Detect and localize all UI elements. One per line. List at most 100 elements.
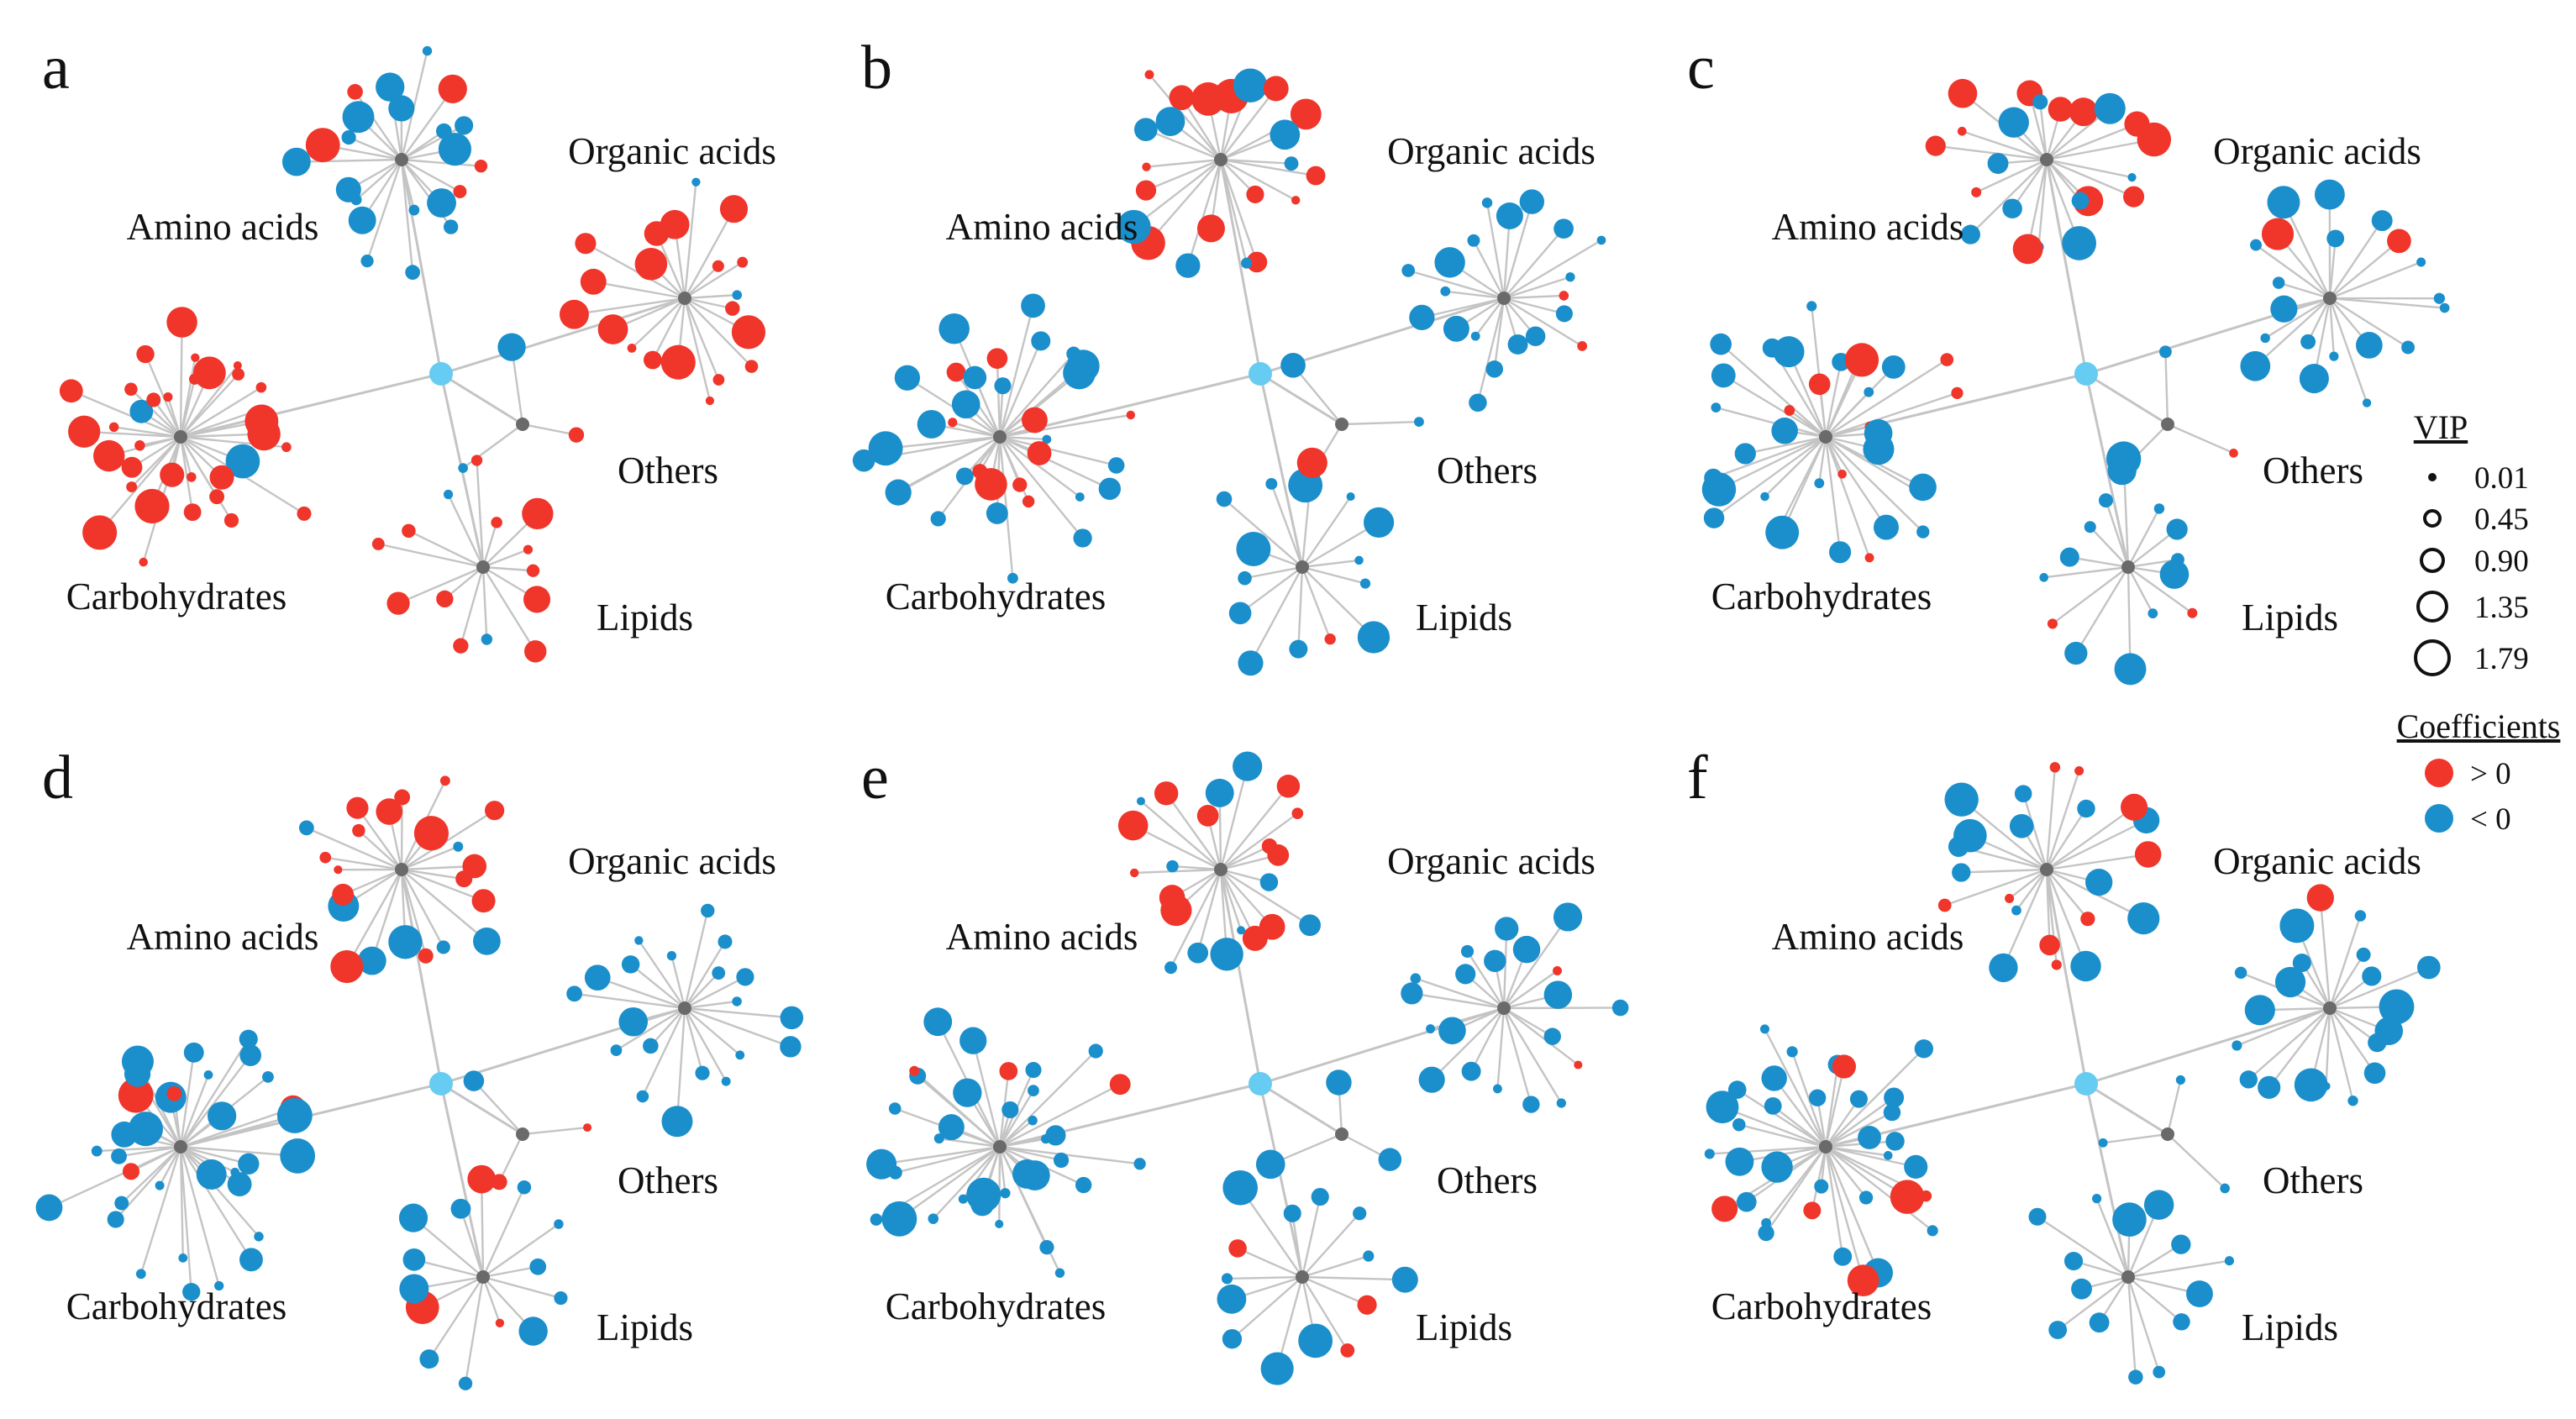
organic-metabolite-node (2261, 218, 2295, 250)
amino-spoke-edge (2045, 869, 2087, 967)
amino-spoke-edge (1960, 798, 2048, 870)
organic-spoke-edge (2307, 297, 2332, 343)
carbo-spoke-edge (1718, 435, 1827, 491)
carbo-spoke-edge (179, 378, 196, 438)
organic-spoke-edge (683, 910, 709, 1009)
organic-spoke-edge (2255, 244, 2331, 299)
carbo-spoke-edge (999, 1119, 1033, 1148)
lipids-metabolite-node (554, 1219, 564, 1229)
organic-spoke-edge (1493, 297, 1506, 370)
carbo-trunk-edge (180, 372, 442, 439)
carbo-metabolite-node (1808, 373, 1831, 396)
lipids-metabolite-node (1357, 621, 1391, 654)
organic-spoke-edge (1475, 297, 1505, 337)
carbo-metabolite-node (93, 439, 125, 472)
vip-legend-item: 1.35 (2416, 591, 2529, 625)
lipids-spoke-edge (413, 1259, 484, 1279)
amino-metabolite-node (2032, 94, 2048, 110)
lipids-spoke-edge (2127, 566, 2132, 670)
organic-spoke-edge (2328, 1007, 2354, 1101)
amino-group-label: Amino acids (1772, 206, 1964, 248)
lipids-metabolite-node (529, 1258, 547, 1275)
edge-layer (863, 74, 1602, 664)
lipids-spoke-edge (2127, 566, 2154, 614)
organic-metabolite-node (1574, 1060, 1583, 1070)
amino-spoke-edge (1935, 145, 2048, 161)
lipids-metabolite-node (2166, 518, 2188, 540)
carbo-metabolite-node (82, 515, 118, 550)
carbo-metabolite-node (1904, 1154, 1928, 1179)
carbo-metabolite-node (1704, 1148, 1715, 1159)
amino-metabolite-node (1953, 818, 1987, 853)
carbo-metabolite-node (1844, 343, 1879, 377)
carbo-metabolite-node (1088, 1043, 1103, 1059)
carbo-metabolite-node (1759, 1024, 1770, 1034)
organic-metabolite-node (636, 1090, 649, 1103)
carbo-spoke-edge (98, 436, 181, 533)
organic-spoke-edge (2282, 202, 2332, 299)
organic-metabolite-node (721, 1076, 731, 1086)
lipids-metabolite-node (1346, 492, 1355, 502)
lipids-spoke-edge (2043, 565, 2129, 579)
carbo-metabolite-node (938, 313, 970, 344)
lipids-metabolite-node (2059, 547, 2079, 567)
lipids-metabolite-node (443, 489, 454, 500)
carbo-spoke-edge (1824, 1066, 1846, 1148)
organic-spoke-edge (2329, 260, 2422, 300)
lipids-trunk-edge (1259, 1083, 1304, 1278)
carbo-metabolite-node (1849, 1090, 1868, 1108)
lipids-metabolite-node (2187, 607, 2198, 618)
amino-metabolite-node (1952, 863, 1971, 882)
amino-trunk-edge (1219, 869, 1262, 1085)
organic-metabolite-node (1496, 202, 1523, 229)
lipids-spoke-edge (2073, 1259, 2129, 1279)
organic-metabolite-node (2279, 908, 2315, 943)
carbo-metabolite-node (1012, 1159, 1043, 1189)
others-trunk-edge (2085, 372, 2169, 426)
lipids-metabolite-node (1296, 447, 1327, 478)
amino-metabolite-node (1971, 187, 1982, 197)
amino-metabolite-node (348, 206, 376, 234)
vip-marker-2 (2423, 509, 2442, 528)
amino-metabolite-node (1166, 859, 1179, 873)
carbo-spoke-edge (998, 340, 1042, 438)
lipids-group-label: Lipids (597, 597, 693, 639)
amino-spoke-edge (1133, 159, 1222, 229)
organic-hub-node (2323, 292, 2337, 305)
organic-metabolite-node (1401, 982, 1423, 1005)
lipids-metabolite-node (1363, 507, 1395, 538)
carbo-metabolite-node (297, 506, 312, 521)
amino-spoke-edge (401, 124, 465, 161)
carbo-metabolite-node (208, 1101, 237, 1131)
organic-metabolite-node (2240, 350, 2271, 381)
lipids-spoke-edge (482, 1265, 539, 1279)
carbo-spoke-edge (180, 1106, 294, 1148)
amino-metabolite-node (1144, 70, 1154, 80)
carbo-spoke-edge (996, 358, 1001, 438)
carbo-metabolite-node (203, 1070, 213, 1080)
lipids-group-label: Lipids (2242, 597, 2338, 639)
amino-metabolite-node (347, 84, 363, 100)
carbo-metabolite-node (225, 444, 260, 479)
carbo-metabolite-node (1777, 517, 1788, 528)
lipids-metabolite-node (2089, 1312, 2110, 1333)
carbo-metabolite-node (1858, 1126, 1882, 1149)
amino-metabolite-node (1210, 938, 1243, 971)
carbo-metabolite-node (155, 1180, 165, 1190)
lipids-metabolite-node (1260, 1352, 1294, 1385)
others-spoke-edge (2102, 1133, 2169, 1144)
lipids-metabolite-node (398, 1203, 428, 1232)
amino-trunk-edge (400, 159, 443, 375)
carbo-spoke-edge (118, 1145, 181, 1158)
organic-trunk-edge (1259, 1006, 1505, 1085)
carbo-hub-node (993, 1140, 1007, 1154)
organic-metabolite-node (2270, 295, 2298, 323)
carbo-metabolite-node (1028, 1085, 1039, 1097)
amino-metabolite-node (1948, 78, 1978, 108)
lipids-metabolite-node (1221, 1273, 1233, 1285)
organic-metabolite-node (643, 1038, 659, 1054)
carbo-spoke-edge (1720, 343, 1827, 438)
lipids-spoke-edge (2127, 1259, 2230, 1279)
lipids-spoke-edge (2095, 1198, 2130, 1278)
organic-group-label: Organic acids (568, 840, 776, 882)
